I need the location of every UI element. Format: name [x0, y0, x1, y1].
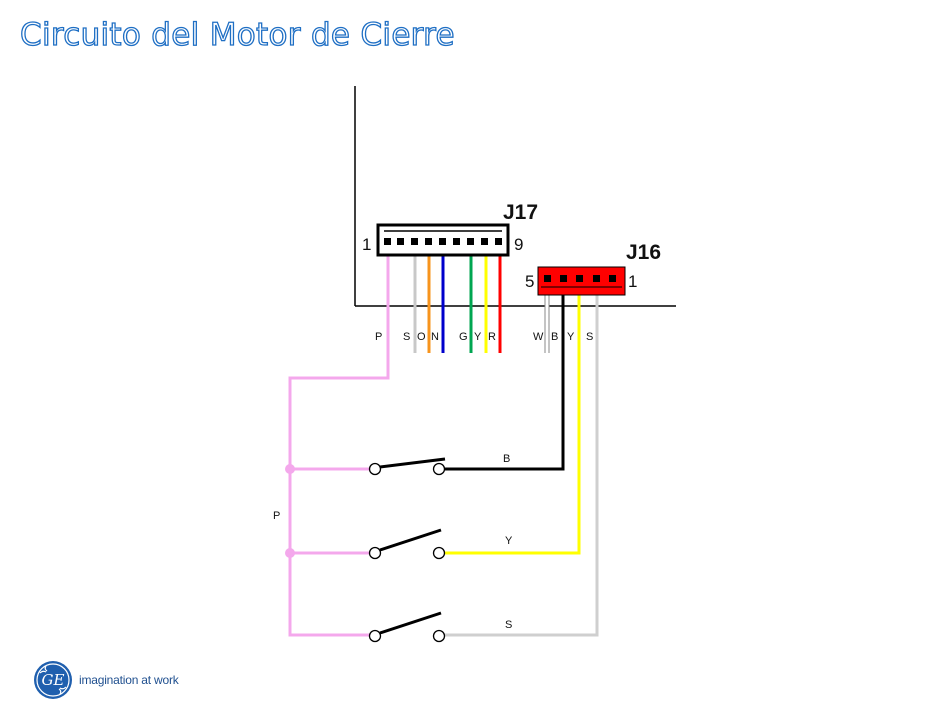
switch-2-wire-label: Y — [505, 535, 513, 547]
brand-footer: GE imagination at work — [33, 660, 179, 700]
j16-pin-first: 5 — [525, 272, 534, 291]
j17-pin-first: 1 — [362, 235, 371, 254]
j16-pin-last: 1 — [628, 272, 637, 291]
j17-pin-last: 9 — [514, 235, 523, 254]
switch-1-wire-label: B — [503, 453, 510, 465]
wire-label-s2: S — [586, 331, 593, 343]
switch-2 — [370, 530, 445, 559]
j17-wire-labels: P S O N G Y R — [375, 331, 496, 343]
wire-label-y: Y — [474, 331, 482, 343]
wire-label-w: W — [533, 331, 544, 343]
bus-label-p: P — [273, 510, 280, 522]
brand-tagline: imagination at work — [79, 673, 179, 687]
switch-3 — [370, 613, 445, 642]
j16-name: J16 — [626, 241, 661, 264]
junction-dot — [285, 464, 295, 474]
wire-label-p: P — [375, 331, 382, 343]
j17-wires — [290, 254, 500, 635]
wire-label-s: S — [403, 331, 410, 343]
j17-name: J17 — [503, 201, 538, 224]
wire-label-r: R — [488, 331, 496, 343]
switch-1 — [370, 459, 446, 475]
pink-bus-branches — [290, 469, 370, 553]
wire-label-n: N — [431, 331, 439, 343]
wire-y-yellow-j16 — [444, 282, 579, 553]
junction-dot — [285, 548, 295, 558]
wire-label-y2: Y — [567, 331, 575, 343]
ge-logo: GE — [33, 660, 73, 700]
wire-label-g: G — [459, 331, 468, 343]
switch-3-wire-label: S — [505, 619, 512, 631]
wire-label-b: B — [551, 331, 558, 343]
connector-j16: J16 5 1 — [525, 241, 661, 295]
connector-j17: J17 1 9 — [362, 201, 538, 255]
wire-label-o: O — [417, 331, 426, 343]
j17-pins — [384, 238, 502, 245]
wire-p-pink — [290, 254, 388, 635]
ge-logo-text: GE — [42, 671, 65, 689]
